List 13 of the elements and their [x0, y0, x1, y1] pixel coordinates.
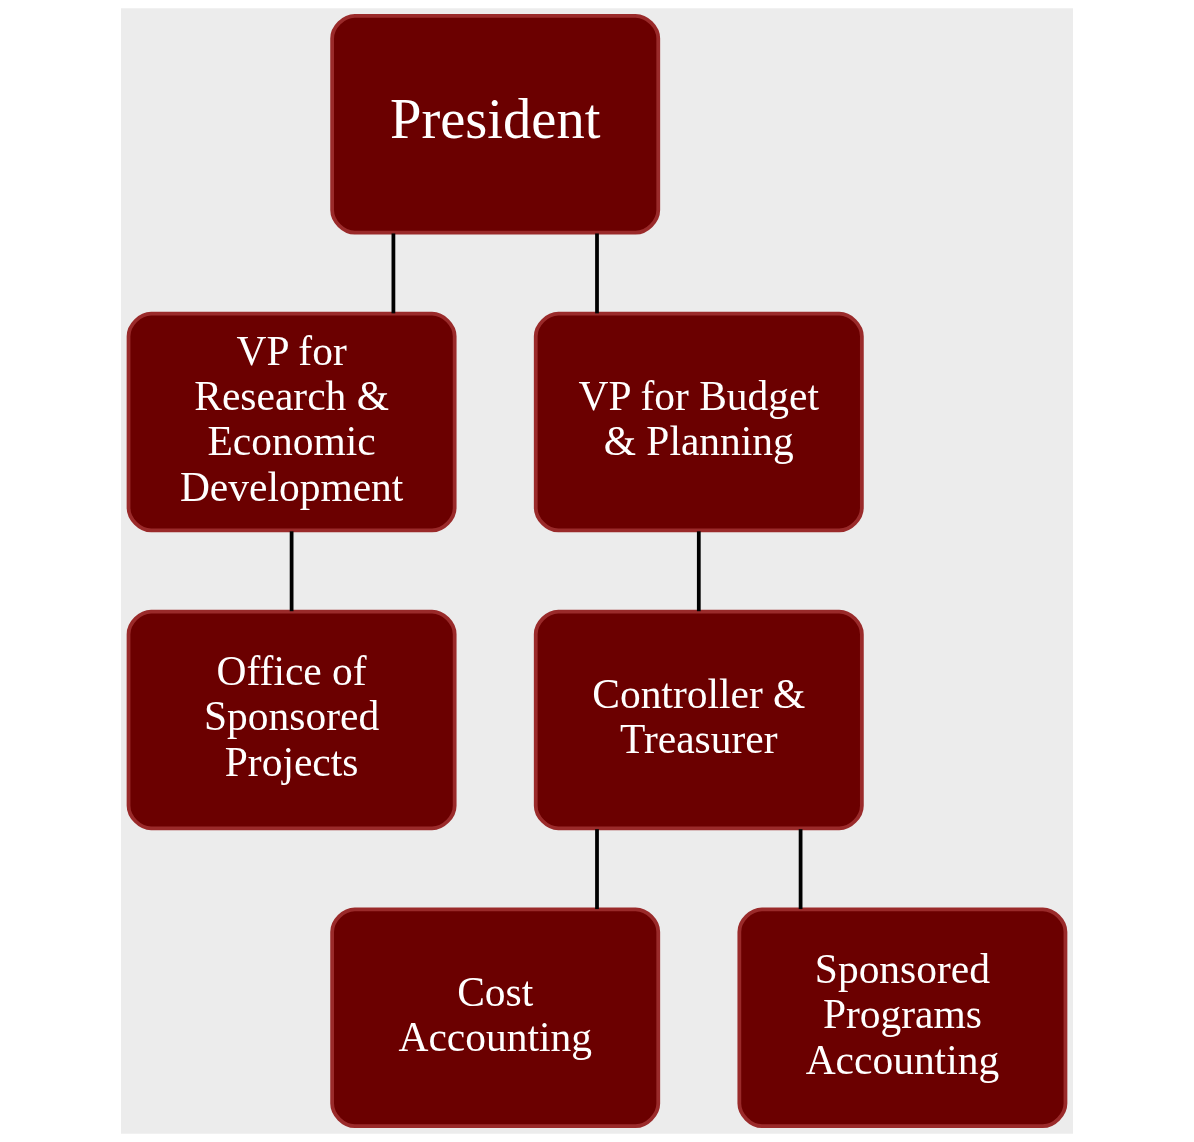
node-box: Sponsored Programs Accounting [737, 907, 1068, 1129]
node-box: VP for Research & Economic Development [126, 311, 457, 533]
connector [595, 829, 599, 910]
node-box: President [330, 13, 661, 235]
connector [696, 531, 701, 612]
node-box: VP for Budget & Planning [533, 311, 864, 533]
connector [798, 829, 803, 910]
connector [391, 233, 396, 314]
node-box: Cost Accounting [330, 907, 661, 1129]
node-box: Controller & Treasurer [533, 609, 864, 831]
connector [289, 531, 294, 612]
node-box: Office of Sponsored Projects [126, 609, 457, 831]
connector [595, 233, 599, 314]
